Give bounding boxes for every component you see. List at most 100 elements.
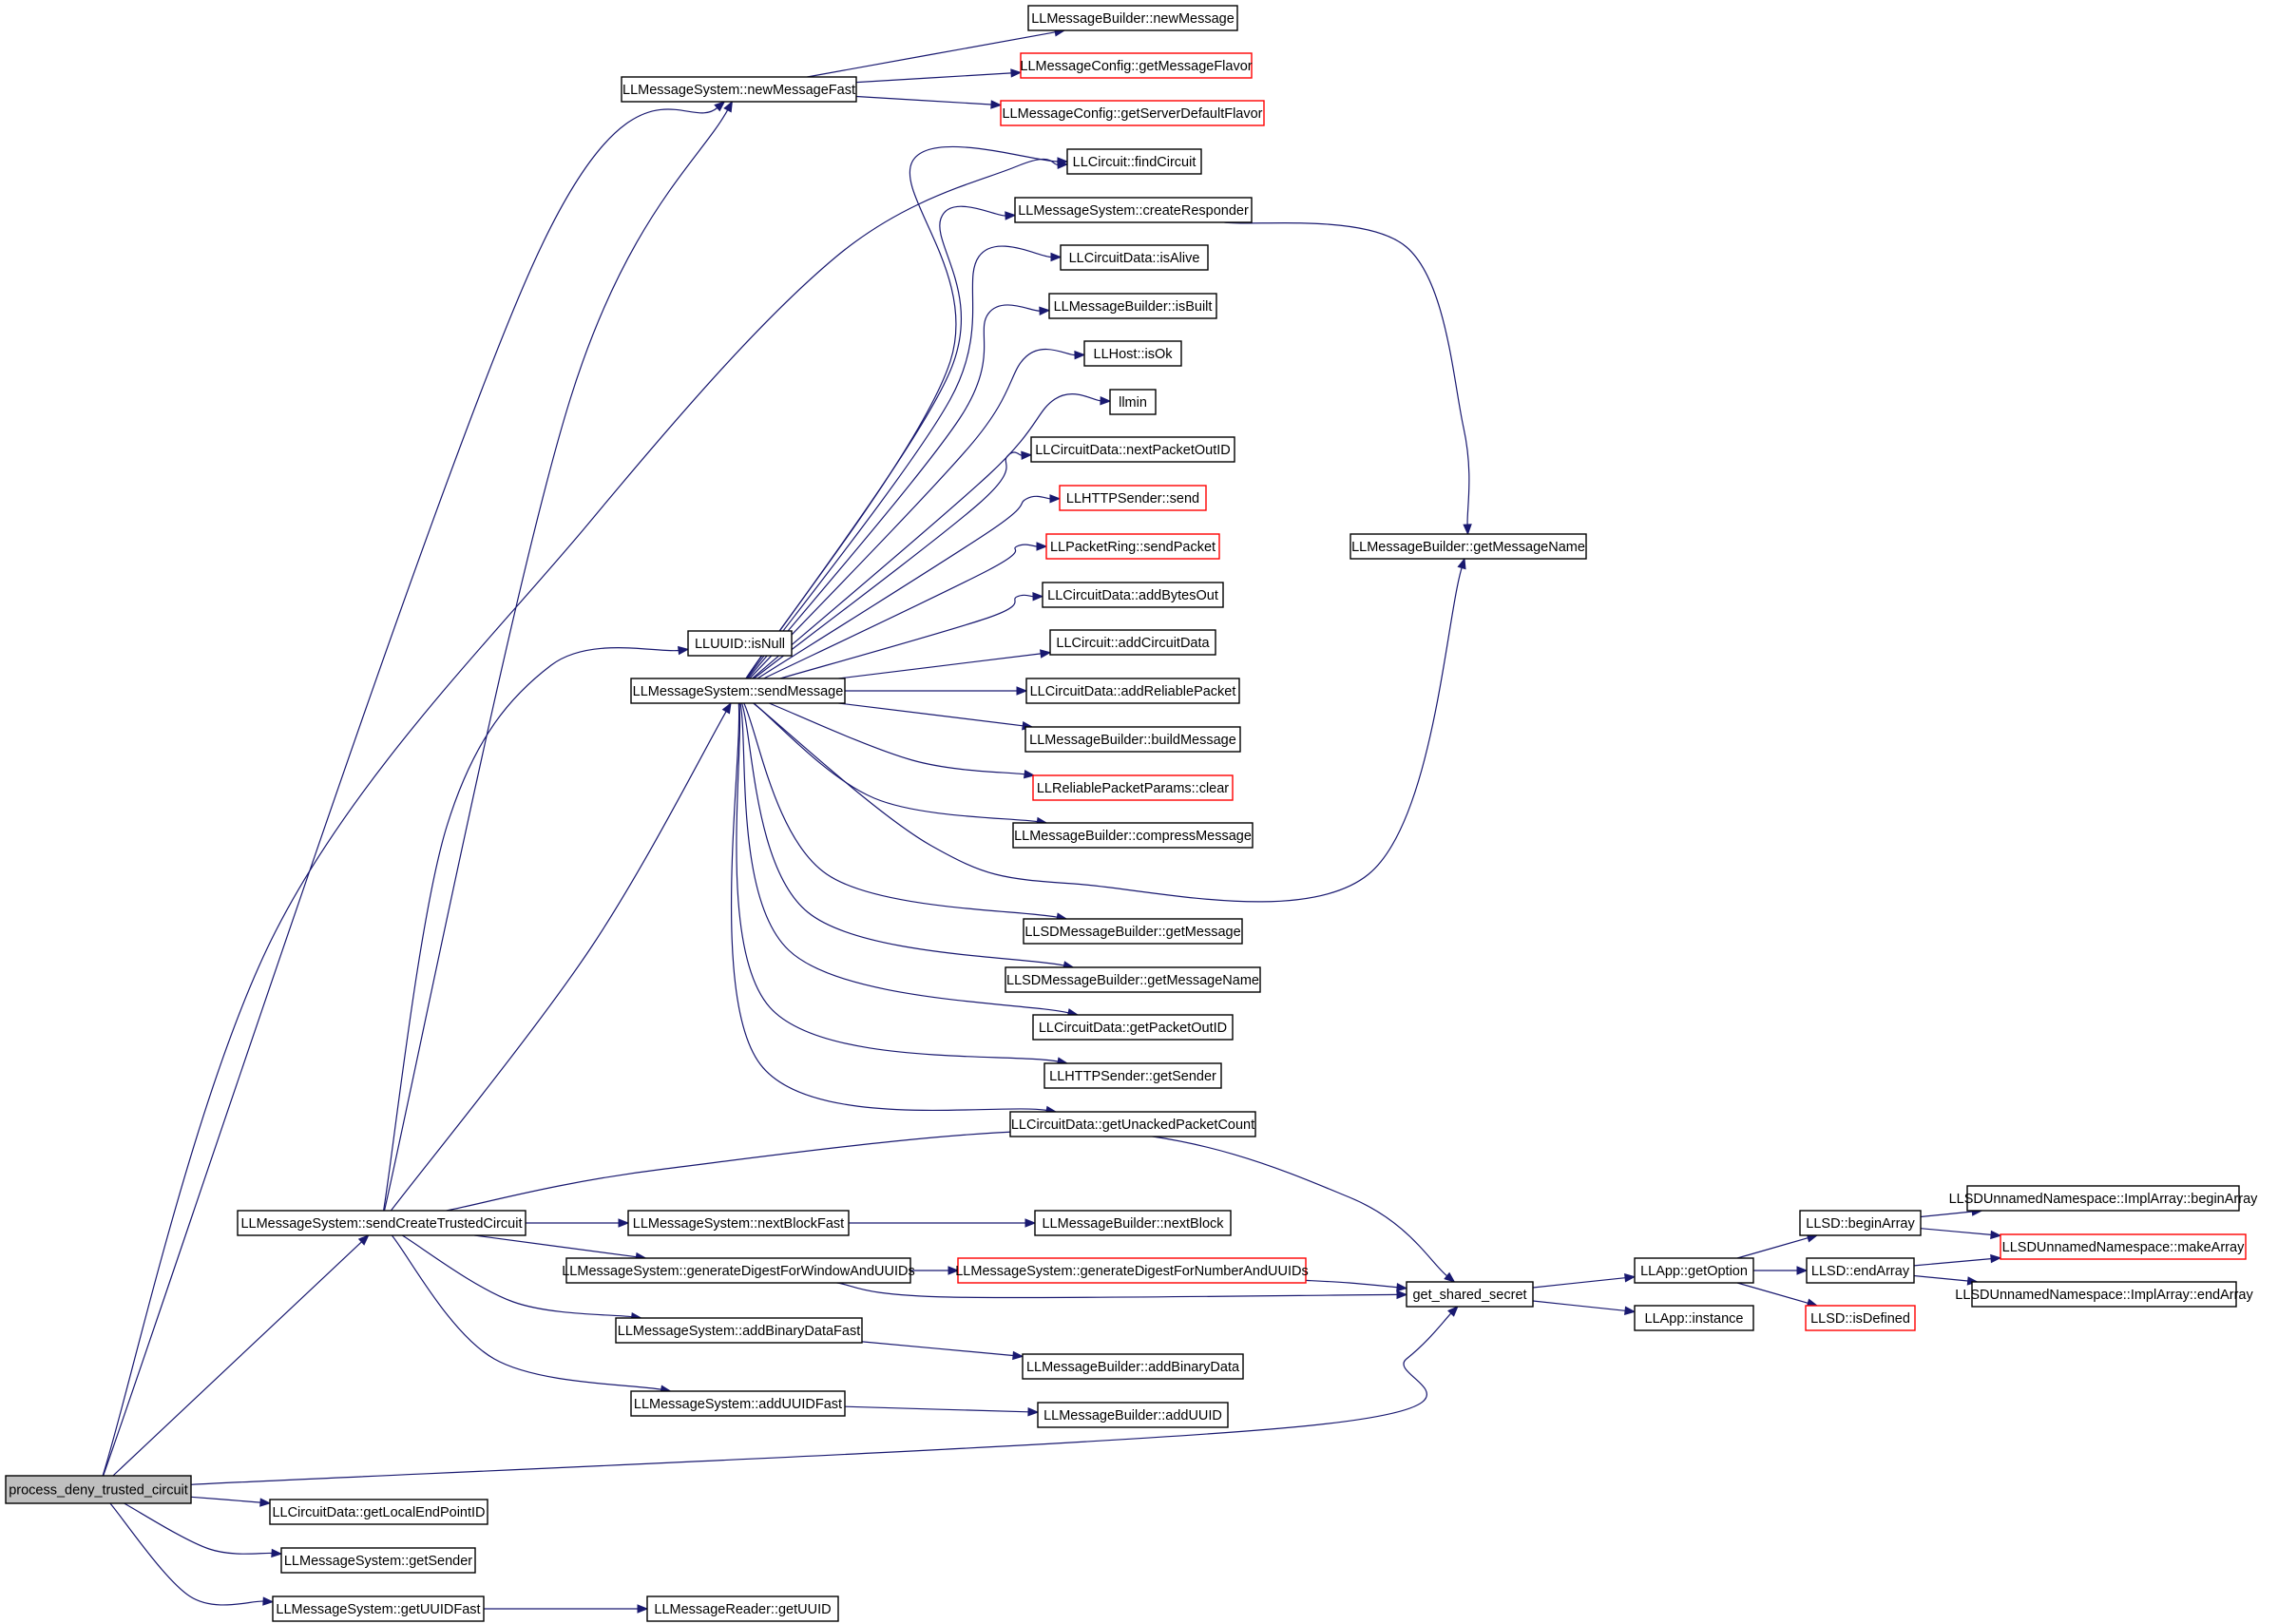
node-nextBlock[interactable]: LLMessageBuilder::nextBlock xyxy=(1034,1210,1232,1236)
edge-genDigestWindow-to-genDigestNumber xyxy=(910,1266,960,1275)
edge-arrowhead xyxy=(1027,1407,1040,1417)
edge-arrowhead xyxy=(1032,591,1044,602)
node-getSender[interactable]: LLHTTPSender::getSender xyxy=(1043,1062,1222,1089)
node-addBinaryData[interactable]: LLMessageBuilder::addBinaryData xyxy=(1022,1353,1244,1380)
node-httpSend[interactable]: LLHTTPSender::send xyxy=(1059,485,1207,511)
node-addUUID[interactable]: LLMessageBuilder::addUUID xyxy=(1037,1402,1229,1428)
node-getUUIDFast[interactable]: LLMessageSystem::getUUIDFast xyxy=(272,1595,485,1622)
edge-line xyxy=(730,702,1047,1112)
edge-arrowhead xyxy=(262,1596,275,1606)
node-llmin[interactable]: llmin xyxy=(1109,389,1157,415)
edge-getSharedSecret-to-instance xyxy=(1532,1300,1637,1315)
node-addBinaryDataFast[interactable]: LLMessageSystem::addBinaryDataFast xyxy=(615,1317,863,1344)
node-label: LLMessageSystem::getSender xyxy=(284,1554,472,1569)
node-box xyxy=(1025,678,1240,704)
node-addBytesOut[interactable]: LLCircuitData::addBytesOut xyxy=(1042,582,1224,608)
node-sendPacket[interactable]: LLPacketRing::sendPacket xyxy=(1045,533,1220,560)
node-getPacketOutID[interactable]: LLCircuitData::getPacketOutID xyxy=(1032,1014,1234,1041)
edge-arrowhead xyxy=(1396,1290,1408,1300)
edge-arrowhead xyxy=(259,1498,272,1507)
edge-line xyxy=(1920,1211,1973,1218)
edge-sendMessage-to-httpSend xyxy=(756,494,1062,679)
node-readerGetUUID[interactable]: LLMessageReader::getUUID xyxy=(646,1595,839,1622)
node-addCircuitData[interactable]: LLCircuit::addCircuitData xyxy=(1049,629,1216,656)
edge-line xyxy=(752,393,1101,679)
node-compressMessage[interactable]: LLMessageBuilder::compressMessage xyxy=(1012,822,1254,849)
edge-arrowhead xyxy=(637,1604,649,1614)
node-msGetSender[interactable]: LLMessageSystem::getSender xyxy=(280,1547,476,1574)
edge-sendMessage-to-llmin xyxy=(752,393,1112,679)
edge-sendCreateTrustedCircuit-to-genDigestWindow xyxy=(474,1234,647,1262)
node-sdGetMessageName[interactable]: LLSDMessageBuilder::getMessageName xyxy=(1005,966,1261,993)
node-box xyxy=(1634,1305,1754,1331)
edge-arrowhead xyxy=(1396,1283,1408,1292)
node-label: LLSDUnnamedNamespace::ImplArray::beginAr… xyxy=(1949,1192,2259,1207)
node-instance[interactable]: LLApp::instance xyxy=(1634,1305,1754,1331)
node-box xyxy=(1043,1062,1222,1089)
node-newMessageFast[interactable]: LLMessageSystem::newMessageFast xyxy=(621,76,857,103)
edge-arrowhead xyxy=(1447,1306,1459,1317)
node-getServerDefaultFlavor[interactable]: LLMessageConfig::getServerDefaultFlavor xyxy=(1000,100,1265,126)
node-beginArray[interactable]: LLSD::beginArray xyxy=(1799,1210,1922,1236)
node-getMessageFlavor[interactable]: LLMessageConfig::getMessageFlavor xyxy=(1020,52,1253,79)
node-box xyxy=(2000,1233,2247,1260)
node-label: LLSD::isDefined xyxy=(1810,1311,1910,1327)
node-getSharedSecret[interactable]: get_shared_secret xyxy=(1406,1281,1534,1308)
node-label: LLMessageSystem::getUUIDFast xyxy=(276,1602,480,1617)
node-makeArray[interactable]: LLSDUnnamedNamespace::makeArray xyxy=(2000,1233,2247,1260)
node-createResponder[interactable]: LLMessageSystem::createResponder xyxy=(1014,197,1253,223)
node-label: LLCircuitData::addBytesOut xyxy=(1047,588,1218,603)
node-box xyxy=(1027,5,1238,31)
edge-line xyxy=(124,1502,273,1555)
node-clear[interactable]: LLReliablePacketParams::clear xyxy=(1032,774,1234,801)
edge-arrowhead xyxy=(357,1234,370,1246)
node-getMessageName[interactable]: LLMessageBuilder::getMessageName xyxy=(1350,533,1587,560)
node-genDigestWindow[interactable]: LLMessageSystem::generateDigestForWindow… xyxy=(562,1257,915,1284)
edge-line xyxy=(383,647,680,1212)
node-endArray[interactable]: LLSD::endArray xyxy=(1806,1257,1915,1284)
edge-getOption-to-beginArray xyxy=(1736,1233,1819,1259)
node-implEndArray[interactable]: LLSDUnnamedNamespace::ImplArray::endArra… xyxy=(1955,1281,2253,1308)
node-newMessage[interactable]: LLMessageBuilder::newMessage xyxy=(1027,5,1238,31)
node-label: LLMessageBuilder::nextBlock xyxy=(1042,1216,1224,1232)
node-addReliablePacket[interactable]: LLCircuitData::addReliablePacket xyxy=(1025,678,1240,704)
node-nextBlockFast[interactable]: LLMessageSystem::nextBlockFast xyxy=(627,1210,850,1236)
edge-arrowhead xyxy=(271,1548,283,1558)
node-addUUIDFast[interactable]: LLMessageSystem::addUUIDFast xyxy=(630,1390,846,1417)
node-label: LLMessageBuilder::buildMessage xyxy=(1029,733,1236,748)
edge-line xyxy=(855,72,1012,84)
node-label: LLReliablePacketParams::clear xyxy=(1037,781,1229,796)
node-label: LLMessageConfig::getServerDefaultFlavor xyxy=(1002,106,1262,122)
node-genDigestNumber[interactable]: LLMessageSystem::generateDigestForNumber… xyxy=(955,1257,1309,1284)
edge-line xyxy=(855,95,992,105)
node-isOk[interactable]: LLHost::isOk xyxy=(1083,340,1182,367)
node-label: LLSD::endArray xyxy=(1811,1264,1910,1279)
node-label: LLCircuitData::getLocalEndPointID xyxy=(272,1505,485,1520)
node-sendCreateTrustedCircuit[interactable]: LLMessageSystem::sendCreateTrustedCircui… xyxy=(237,1210,526,1236)
edge-beginArray-to-makeArray xyxy=(1920,1228,2002,1240)
node-sendMessage[interactable]: LLMessageSystem::sendMessage xyxy=(630,678,846,704)
node-box xyxy=(1966,1185,2240,1212)
edge-line xyxy=(474,1234,637,1258)
node-isDefined[interactable]: LLSD::isDefined xyxy=(1805,1305,1916,1331)
node-findCircuit[interactable]: LLCircuit::findCircuit xyxy=(1066,148,1202,175)
node-isNull[interactable]: LLUUID::isNull xyxy=(687,630,793,657)
node-getLocalEndPointID[interactable]: LLCircuitData::getLocalEndPointID xyxy=(269,1499,488,1525)
edge-sendMessage-to-compressMessage xyxy=(753,702,1048,827)
edge-arrowhead xyxy=(1100,396,1112,406)
node-getOption[interactable]: LLApp::getOption xyxy=(1634,1257,1754,1284)
node-isBuilt[interactable]: LLMessageBuilder::isBuilt xyxy=(1048,293,1217,319)
node-getUnackedPacketCount[interactable]: LLCircuitData::getUnackedPacketCount xyxy=(1009,1111,1256,1137)
node-box xyxy=(1014,197,1253,223)
edge-sendMessage-to-buildMessage xyxy=(838,702,1034,731)
node-isAlive[interactable]: LLCircuitData::isAlive xyxy=(1060,244,1209,271)
node-sdGetMessage[interactable]: LLSDMessageBuilder::getMessage xyxy=(1023,918,1243,945)
edge-sendMessage-to-isOk xyxy=(749,348,1086,679)
edge-getOption-to-isDefined xyxy=(1736,1282,1819,1308)
node-buildMessage[interactable]: LLMessageBuilder::buildMessage xyxy=(1024,726,1241,753)
edge-arrowhead xyxy=(1049,494,1062,504)
node-nextPacketOutID[interactable]: LLCircuitData::nextPacketOutID xyxy=(1030,436,1235,463)
node-box xyxy=(646,1595,839,1622)
node-box xyxy=(237,1210,526,1236)
node-implBeginArray[interactable]: LLSDUnnamedNamespace::ImplArray::beginAr… xyxy=(1949,1185,2259,1212)
